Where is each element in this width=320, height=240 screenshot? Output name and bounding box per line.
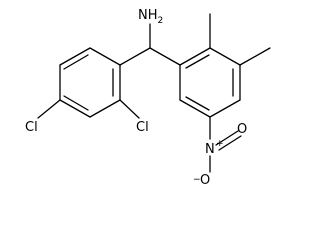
bonds (37, 13, 271, 173)
bond-central-left (119, 47, 151, 66)
bond-left-ring-4 (59, 99, 91, 118)
bond-left-ring-5 (89, 99, 121, 118)
bond-left-ring-2-inner (63, 54, 89, 70)
bond-right-ring-5-inner (185, 96, 210, 111)
chlorine-left-label: Cl (25, 120, 38, 135)
chlorine-right-label: Cl (136, 120, 149, 135)
bond-right-ring-1-inner (185, 54, 210, 69)
bond-right-ring-2 (209, 47, 241, 66)
amine-label: NH2 (138, 8, 163, 26)
nitro-oxygen-bottom-label: O (200, 173, 210, 188)
bond-right-ring-4 (209, 99, 241, 118)
nitrogen-charge: + (216, 139, 224, 149)
bond-right-ring-5 (179, 99, 211, 118)
molecule-structure: NH2 Cl Cl N + O O − (25, 8, 271, 188)
bond-nitro-o-top (215, 130, 239, 146)
bond-cl-right (119, 99, 140, 119)
bond-nitro-o-top-double (218, 135, 242, 151)
bond-central-right (149, 47, 181, 66)
bond-right-ring-1 (179, 47, 211, 66)
nitro-oxygen-top-label: O (237, 122, 247, 137)
bond-left-ring-1 (89, 47, 121, 66)
nitro-nitrogen-label: N (205, 142, 215, 157)
bond-methyl-right (239, 47, 271, 66)
bond-cl-left (37, 99, 61, 119)
bond-left-ring-2 (59, 47, 91, 66)
bond-left-ring-4-inner (63, 95, 89, 111)
oxygen-charge: − (193, 175, 201, 185)
atom-labels: NH2 Cl Cl N + O O − (25, 8, 247, 188)
